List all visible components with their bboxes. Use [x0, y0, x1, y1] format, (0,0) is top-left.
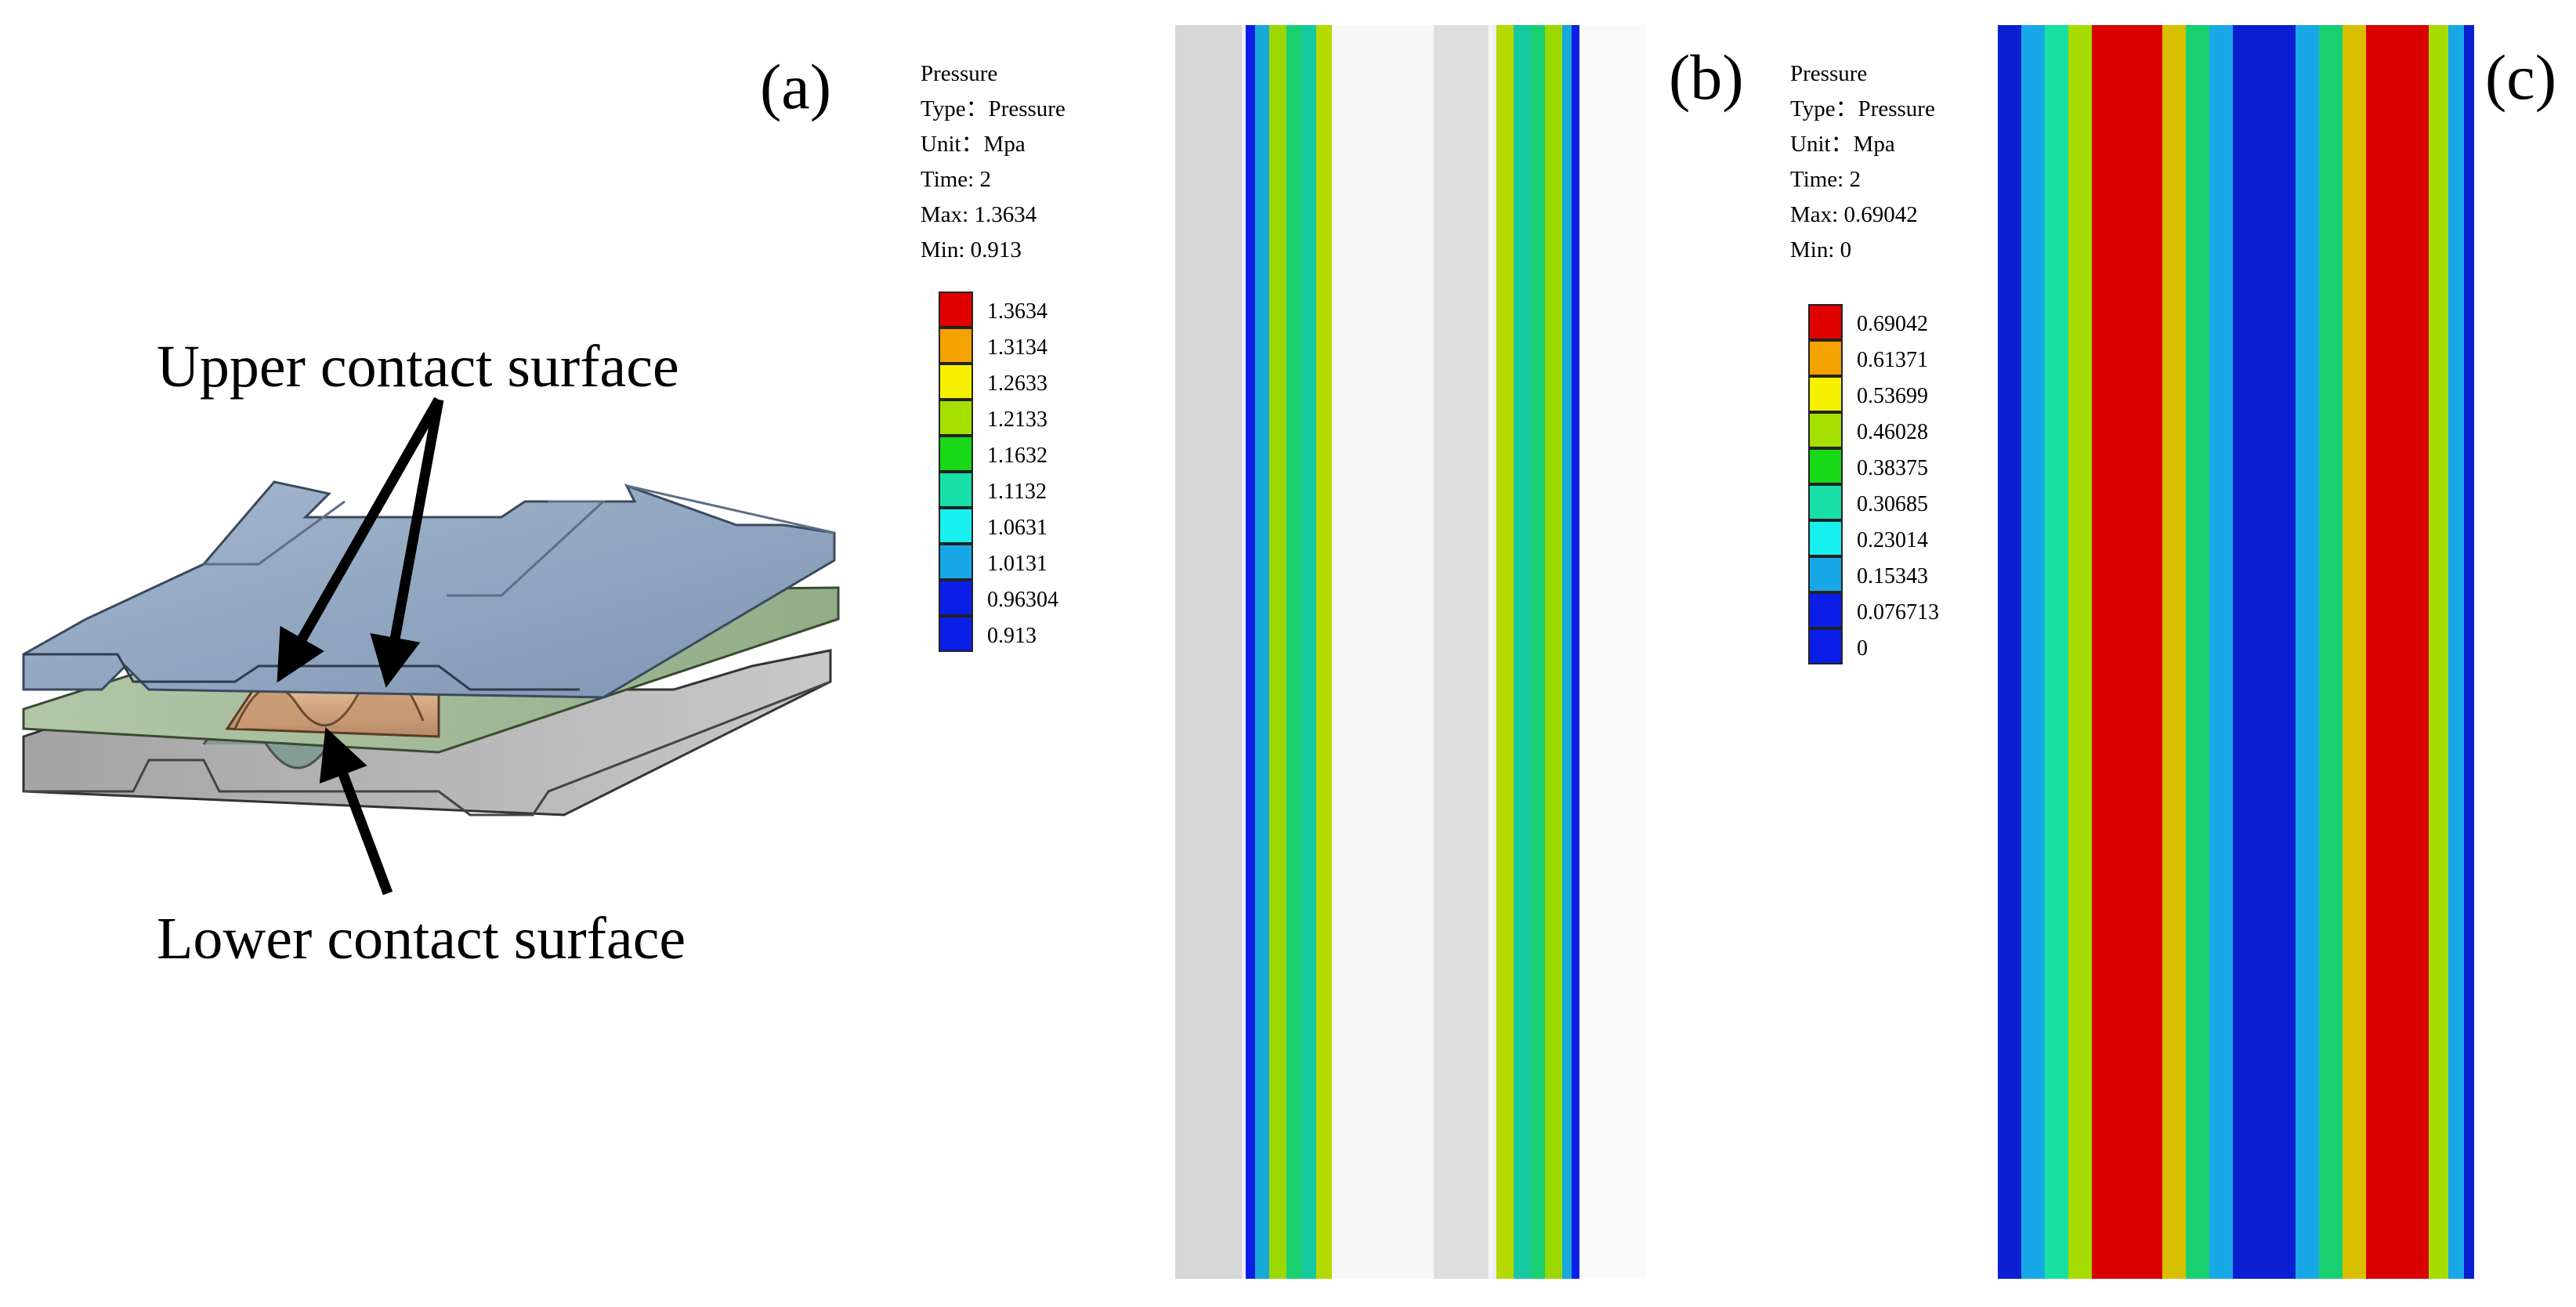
colorbar-swatch [939, 616, 973, 652]
colorbar-swatch [939, 364, 973, 400]
colorbar-tick-label: 0.30685 [1857, 491, 1928, 516]
legend-b-max: Max: 1.3634 [921, 202, 1037, 227]
panel-label-a: (a) [760, 51, 832, 122]
panel-label-c: (c) [2485, 42, 2557, 113]
colorbar-tick-label: 0.53699 [1857, 383, 1928, 408]
legend-c: Pressure Type：Pressure Unit：Mpa Time: 2 … [1790, 56, 1970, 683]
colorbar-swatch [1808, 592, 1843, 628]
colorbar-tick-label: 0.23014 [1857, 527, 1928, 552]
lower-arrow [319, 726, 393, 896]
lower-contact-surface-label: Lower contact surface [157, 906, 686, 972]
legend-b-type: Type：Pressure [921, 96, 1065, 121]
colorbar-swatch [939, 580, 973, 616]
colorbar-tick-label: 0.913 [987, 623, 1037, 648]
legend-c-title: Pressure [1790, 61, 1868, 86]
pressure-contour-b [1175, 25, 1645, 1279]
colorbar-tick-label: 0.38375 [1857, 455, 1928, 480]
colorbar-swatch [939, 291, 973, 328]
colorbar-tick-label: 1.3634 [987, 299, 1047, 324]
upper-contact-surface-label: Upper contact surface [157, 334, 679, 400]
colorbar-swatch [939, 472, 973, 508]
legend-b-unit: Unit：Mpa [921, 132, 1026, 157]
colorbar-tick-label: 1.2133 [987, 407, 1047, 432]
pressure-contour-c [1998, 25, 2474, 1279]
colorbar-tick-label: 0.15343 [1857, 563, 1928, 588]
colorbar-swatch [1808, 628, 1843, 664]
upper-arrow-right [370, 398, 444, 688]
colorbar-tick-label: 0.69042 [1857, 311, 1928, 336]
legend-b-min: Min: 0.913 [921, 237, 1022, 262]
colorbar-tick-label: 0 [1857, 635, 1868, 661]
colorbar-swatch [1808, 376, 1843, 412]
colorbar-tick-label: 0.61371 [1857, 347, 1928, 372]
legend-b-time: Time: 2 [921, 167, 991, 192]
legend-c-type: Type：Pressure [1790, 96, 1935, 121]
colorbar-swatch [1808, 448, 1843, 484]
colorbar-swatch [1808, 484, 1843, 520]
legend-c-max: Max: 0.69042 [1790, 202, 1918, 227]
legend-c-min: Min: 0 [1790, 237, 1852, 262]
layered-plates-illustration [22, 396, 840, 896]
legend-b: Pressure Type：Pressure Unit：Mpa Time: 2 … [921, 56, 1101, 683]
upper-arrow-left [277, 396, 443, 683]
colorbar-tick-label: 1.0131 [987, 551, 1047, 576]
colorbar-swatch [939, 328, 973, 364]
legend-c-time: Time: 2 [1790, 167, 1861, 192]
colorbar-swatch [1808, 556, 1843, 592]
legend-b-title: Pressure [921, 61, 998, 86]
colorbar-swatch [1808, 520, 1843, 556]
colorbar-swatch [1808, 412, 1843, 448]
colorbar-tick-label: 1.3134 [987, 335, 1047, 360]
colorbar-tick-label: 1.1132 [987, 479, 1047, 504]
colorbar-tick-label: 1.1632 [987, 443, 1047, 468]
colorbar-swatch [939, 544, 973, 580]
colorbar-tick-label: 0.96304 [987, 587, 1058, 612]
colorbar-tick-label: 1.2633 [987, 371, 1047, 396]
panel-label-b: (b) [1669, 42, 1744, 113]
colorbar-swatch [1808, 304, 1843, 340]
colorbar-swatch [939, 508, 973, 544]
colorbar-tick-label: 1.0631 [987, 515, 1047, 540]
legend-c-unit: Unit：Mpa [1790, 132, 1895, 157]
colorbar-swatch [1808, 340, 1843, 376]
colorbar-swatch [939, 436, 973, 472]
colorbar-swatch [939, 400, 973, 436]
colorbar-tick-label: 0.46028 [1857, 419, 1928, 444]
upper-plate [22, 480, 836, 699]
colorbar-tick-label: 0.076713 [1857, 599, 1939, 625]
